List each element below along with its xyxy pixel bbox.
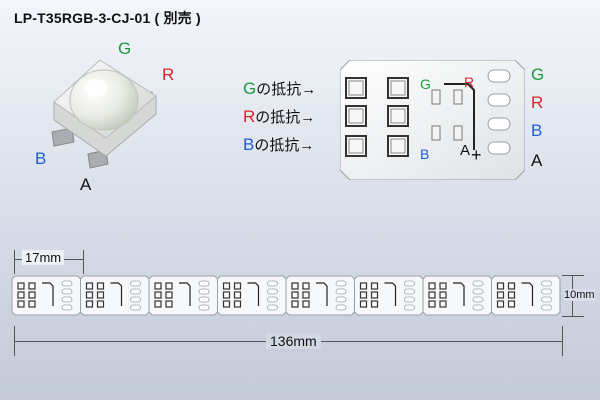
pcb-pad-a: A: [460, 142, 471, 159]
pcb-detail: [340, 60, 525, 180]
pcb-side-a: A: [531, 151, 543, 170]
led-label-r: R: [162, 65, 175, 84]
dim-10-tick-top: [562, 275, 584, 276]
strip-segment: [148, 275, 218, 316]
resistor-label-b: Bの抵抗→: [243, 135, 315, 154]
pcb-side-g: G: [531, 65, 545, 84]
dim-17-tick-left: [14, 250, 15, 274]
dim-10-tick-bottom: [562, 316, 584, 317]
strip-segment: [491, 275, 561, 316]
strip-segment: [217, 275, 287, 316]
dim-height: 10mm: [564, 289, 595, 301]
page-title: LP-T35RGB-3-CJ-01 ( 別売 ): [14, 10, 201, 26]
led-label-g: G: [118, 39, 132, 58]
dim-unit-width: 17mm: [22, 250, 65, 265]
strip-segment: [422, 275, 492, 316]
led-label-b: B: [35, 149, 47, 168]
strip-segment: [11, 275, 81, 316]
led-label-a: A: [80, 175, 92, 194]
pcb-side-r: R: [531, 93, 544, 112]
pcb-pad-r: R: [464, 74, 475, 90]
led-strip-board: [11, 275, 561, 316]
dim-17-tick-right: [83, 250, 84, 274]
dim-total-length: 136mm: [266, 333, 321, 349]
pcb-plus-mark: +: [471, 145, 482, 165]
pcb-pad-b: B: [420, 146, 430, 162]
pcb-pad-g: G: [420, 76, 431, 92]
resistor-label-r: Rの抵抗→: [243, 107, 316, 126]
resistor-label-g: Gの抵抗→: [243, 79, 317, 98]
strip-segment: [354, 275, 424, 316]
led-package-illustration: [51, 59, 157, 169]
pcb-side-b: B: [531, 121, 543, 140]
strip-segment: [285, 275, 355, 316]
strip-segment: [80, 275, 150, 316]
